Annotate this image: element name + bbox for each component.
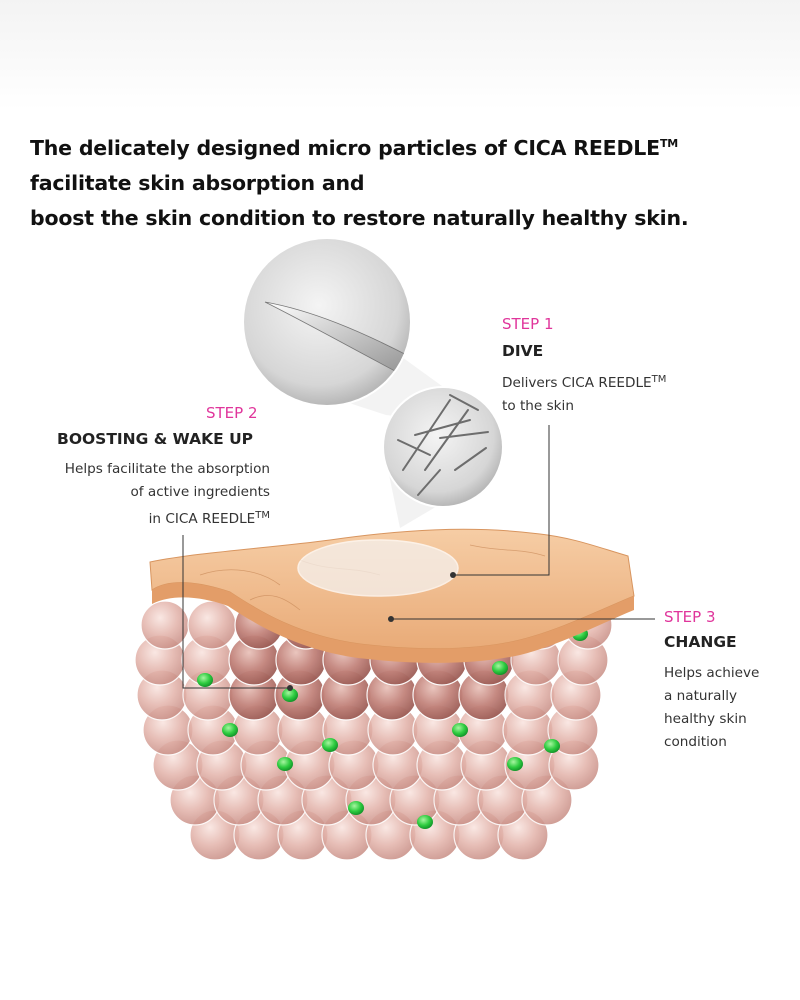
step-1-label: STEP 1	[502, 315, 554, 333]
trademark-mark: TM	[651, 374, 667, 385]
active-ingredient-dot	[417, 815, 433, 829]
active-ingredient-dot	[544, 739, 560, 753]
top-fade	[0, 0, 800, 110]
active-ingredient-dot	[277, 757, 293, 771]
headline: The delicately designed micro particles …	[30, 126, 780, 236]
magnified-particles-lens	[382, 386, 504, 508]
step-2-leader	[182, 535, 290, 689]
active-ingredient-dot	[348, 801, 364, 815]
active-ingredient-dot	[507, 757, 523, 771]
active-ingredient-dot	[197, 673, 213, 687]
step-2-description: Helps facilitate the absorption of activ…	[64, 461, 270, 527]
active-ingredient-dot	[282, 688, 298, 702]
magnified-needle-lens	[242, 237, 412, 407]
headline-line-2: facilitate skin absorption and	[30, 171, 365, 195]
active-ingredient-dot	[322, 738, 338, 752]
trademark-mark: TM	[659, 137, 678, 150]
step-1-description: Delivers CICA REEDLETM to the skin	[502, 374, 667, 414]
step-3-description: Helps achieve a naturally healthy skin c…	[664, 665, 760, 750]
step-2-title: BOOSTING & WAKE UP	[57, 430, 254, 448]
skin-cell	[140, 600, 190, 650]
active-ingredient-dot	[452, 723, 468, 737]
callout-dots	[287, 572, 456, 691]
headline-line-1: The delicately designed micro particles …	[30, 136, 678, 160]
step-1-leader	[453, 425, 550, 576]
step-1-title: DIVE	[502, 342, 544, 360]
step-3-title: CHANGE	[664, 633, 737, 651]
active-ingredient-dot	[492, 661, 508, 675]
active-ingredient-dot	[222, 723, 238, 737]
step-3-label: STEP 3	[664, 608, 716, 626]
skin-cell	[187, 600, 237, 650]
trademark-mark: TM	[255, 510, 270, 521]
headline-line-3: boost the skin condition to restore natu…	[30, 206, 689, 230]
patch-disc	[297, 539, 459, 597]
callout-lines	[182, 425, 655, 689]
step-2-label: STEP 2	[206, 404, 258, 422]
